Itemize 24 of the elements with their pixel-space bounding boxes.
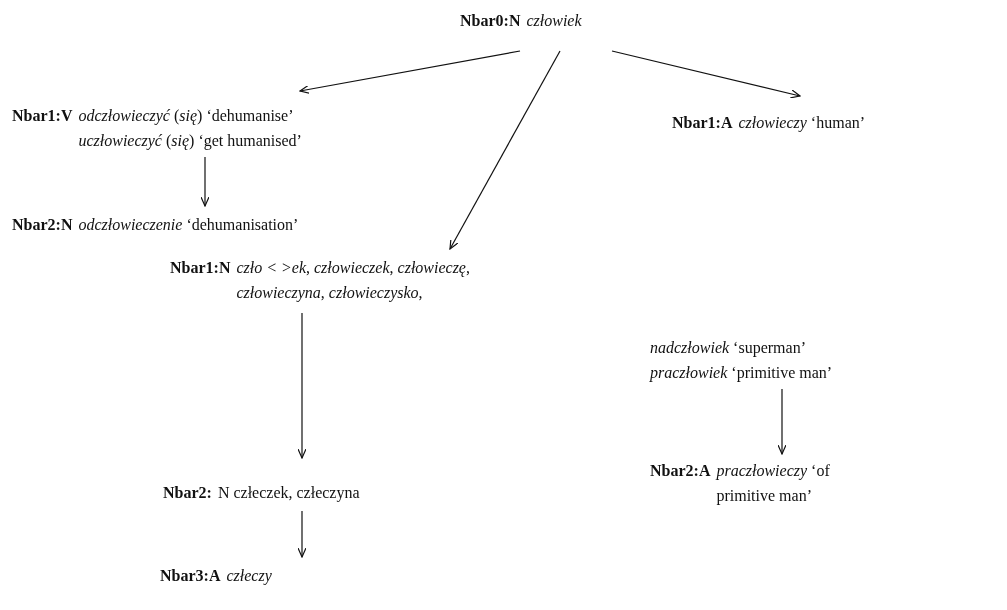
category-label: Nbar1:V xyxy=(12,106,73,126)
arrow xyxy=(611,50,801,99)
word-forms: człeczy xyxy=(226,566,272,587)
word-forms: czło < >ek, człowieczek, człowieczę, człowieczyna, człowieczysko, xyxy=(236,258,471,304)
word-forms: człowieczy ‘human’ xyxy=(738,113,866,134)
word-forms: człowiek xyxy=(526,11,582,31)
arrow xyxy=(200,156,210,207)
arrow xyxy=(299,50,521,94)
arrow xyxy=(297,312,307,459)
word-forms: odczłowieczyć (się) ‘dehumanise’ uczłowieczyć (się) ‘get humanised’ xyxy=(78,106,303,152)
arrow xyxy=(777,388,787,455)
category-label: Nbar2: xyxy=(163,483,212,503)
category-label: Nbar2:A xyxy=(650,461,711,481)
category-label: Nbar3:A xyxy=(160,566,221,586)
word-forms: odczłowieczenie ‘dehumanisation’ xyxy=(78,215,299,235)
category-label: Nbar2:N xyxy=(12,215,73,235)
arrow xyxy=(297,510,307,558)
category-label: Nbar0:N xyxy=(460,11,521,31)
category-label: Nbar1:A xyxy=(672,113,733,133)
word-forms: praczłowieczy ‘of primitive man’ xyxy=(716,461,831,507)
word-forms: N człeczek, człeczyna xyxy=(217,483,360,504)
category-label: Nbar1:N xyxy=(170,258,231,278)
arrow xyxy=(449,50,561,250)
word-forms: nadczłowiek ‘superman’ praczłowiek ‘primitive man’ xyxy=(650,338,834,384)
